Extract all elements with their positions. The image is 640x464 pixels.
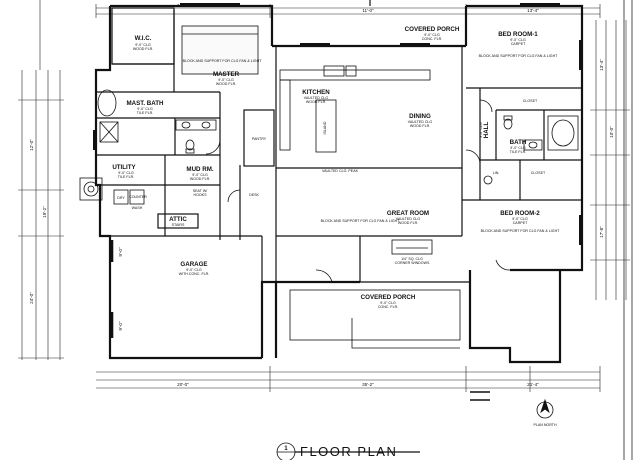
bath-label: BATH [510,139,527,146]
seat-label-2: HOOKS [194,193,208,197]
bed-room-2-note-2: CARPET [513,221,528,225]
north-label: PLAN NORTH [533,423,557,427]
garage-note-1: 9'-0" CLG [186,268,202,272]
room-labels: W.I.C. 9'-0" CLG WOOD FLR. BLOCK AND SUP… [112,26,560,309]
clg-peak-label: VAULTED CLG. PEAK [322,169,359,173]
dim-left-bottom: 24'-0" [29,292,34,304]
wic-note-2: WOOD FLR. [133,47,153,51]
bed-room-1-note-1: 9'-0" CLG [510,38,526,42]
covered-porch-top-label: COVERED PORCH [405,26,460,33]
island-label: ISLAND [323,121,327,134]
seat-label-1: SEAT W/ [193,189,207,193]
covered-porch-top-note-1: 9'-0" CLG [424,33,440,37]
dim-top-mid: 11'-0" [362,8,374,13]
windows-label-1: 1/4" SQ. CLG [401,257,423,261]
bed-room-1-label: BED ROOM-1 [498,31,538,38]
dim-bottom-left: 20'-0" [177,382,189,387]
covered-porch-bottom-note-1: 9'-0" CLG [380,301,396,305]
mud-rm-note-1: 9'-0" CLG [192,173,208,177]
interior-walls [96,7,582,349]
kitchen-label: KITCHEN [302,89,330,96]
dim-right-bottom: 17'-8" [599,226,604,238]
closet-label-2: CLOSET [531,171,546,175]
covered-porch-bottom-note-2: CONC. FLR. [378,305,398,309]
stairs-label: STAIRS [172,223,185,227]
dim-right-top: 13'-4" [599,59,604,71]
wic-label: W.I.C. [135,35,152,42]
mast-bath-label: MAST. BATH [126,100,164,107]
dim-bottom-mid: 35'-2" [362,382,374,387]
master-support-note: BLOCK AND SUPPORT FOR CLG FAN & LIGHT [183,59,263,63]
linen-label: LIN. [493,171,500,175]
master-note-1: 9'-0" CLG [218,78,234,82]
windows-label-2: CORNER WINDOWS [395,261,430,265]
dim-top-right: 13'-4" [527,8,539,13]
wic-note-1: 9'-0" CLG [135,43,151,47]
dimension-lines [18,0,633,460]
kitchen-note-1: VAULTED CLG [304,96,329,100]
covered-porch-bottom-label: COVERED PORCH [361,294,416,301]
mast-bath-note-1: 9'-0" CLG [137,107,153,111]
bed-room-2-support-note: BLOCK AND SUPPORT FOR CLG FAN & LIGHT [481,229,561,233]
exterior-walls [94,4,584,364]
hall-label: HALL [483,122,490,139]
utility-label: UTILITY [112,164,136,171]
dimension-labels: 13'-6" 11'-0" 13'-4" 20'-0" 35'-2" 21'-4… [29,3,614,387]
dim-garage-door-1: 9'-0" [118,247,123,257]
utility-note-2: TILE FLR. [118,175,134,179]
covered-porch-top-note-2: CONC. FLR. [422,37,442,41]
desk-label: DESK [249,193,259,197]
bed-room-2-label: BED ROOM-2 [500,210,540,217]
bath-note-1: 9'-0" CLG [510,146,526,150]
master-label: MASTER [213,71,240,78]
dim-bottom-right: 21'-4" [527,382,539,387]
garage-note-2: WITH CONC. FLR. [179,272,210,276]
dim-left-top: 12'-0" [29,139,34,151]
garage-label: GARAGE [180,261,207,268]
dining-note-1: VAULTED CLG [408,120,433,124]
hall-note-1: 9'-0" CLG [479,122,483,138]
pantry-label: PANTRY [252,137,267,141]
dim-garage-door-2: 9'-0" [118,321,123,331]
misc-labels: ATTIC STAIRS ISLAND CLOSET CLOSET LIN. C… [117,99,546,265]
dryer-label: DRY [117,196,125,200]
bath-note-2: TILE FLR. [510,150,526,154]
dim-right-mid: 10'-0" [609,126,614,138]
bed-room-1-note-2: CARPET [511,42,526,46]
great-room-support-note: BLOCK AND SUPPORT FOR CLG FAN & LIGHT [321,219,401,223]
mast-bath-note-2: TILE FLR. [137,111,153,115]
utility-note-1: 9'-0" CLG [118,171,134,175]
closet-label-1: CLOSET [523,99,538,103]
kitchen-note-2: WOOD FLR. [306,100,326,104]
fixtures [79,0,581,462]
great-room-label: GREAT ROOM [387,210,429,217]
bed-room-2-note-1: 9'-0" CLG [512,217,528,221]
great-room-note-2: WOOD FLR. [398,221,418,225]
great-room-note-1: VAULTED CLG [396,217,421,221]
dining-note-2: WOOD FLR. [410,124,430,128]
mud-rm-note-2: WOOD FLR. [190,177,210,181]
master-note-2: WOOD FLR. [216,82,236,86]
bed-room-1-support-note: BLOCK AND SUPPORT FOR CLG FAN & LIGHT [479,54,559,58]
attic-label: ATTIC [169,216,187,223]
dim-top-left: 13'-6" [177,3,189,8]
washer-label: WASH [132,206,143,210]
sheet-number: 1 [284,445,288,452]
dim-left-mid: 19'-2" [42,206,47,218]
mud-rm-label: MUD RM. [186,166,213,173]
counter-label: COUNTER [129,195,147,199]
plan-title: FLOOR PLAN [300,444,397,459]
dining-label: DINING [409,113,431,120]
